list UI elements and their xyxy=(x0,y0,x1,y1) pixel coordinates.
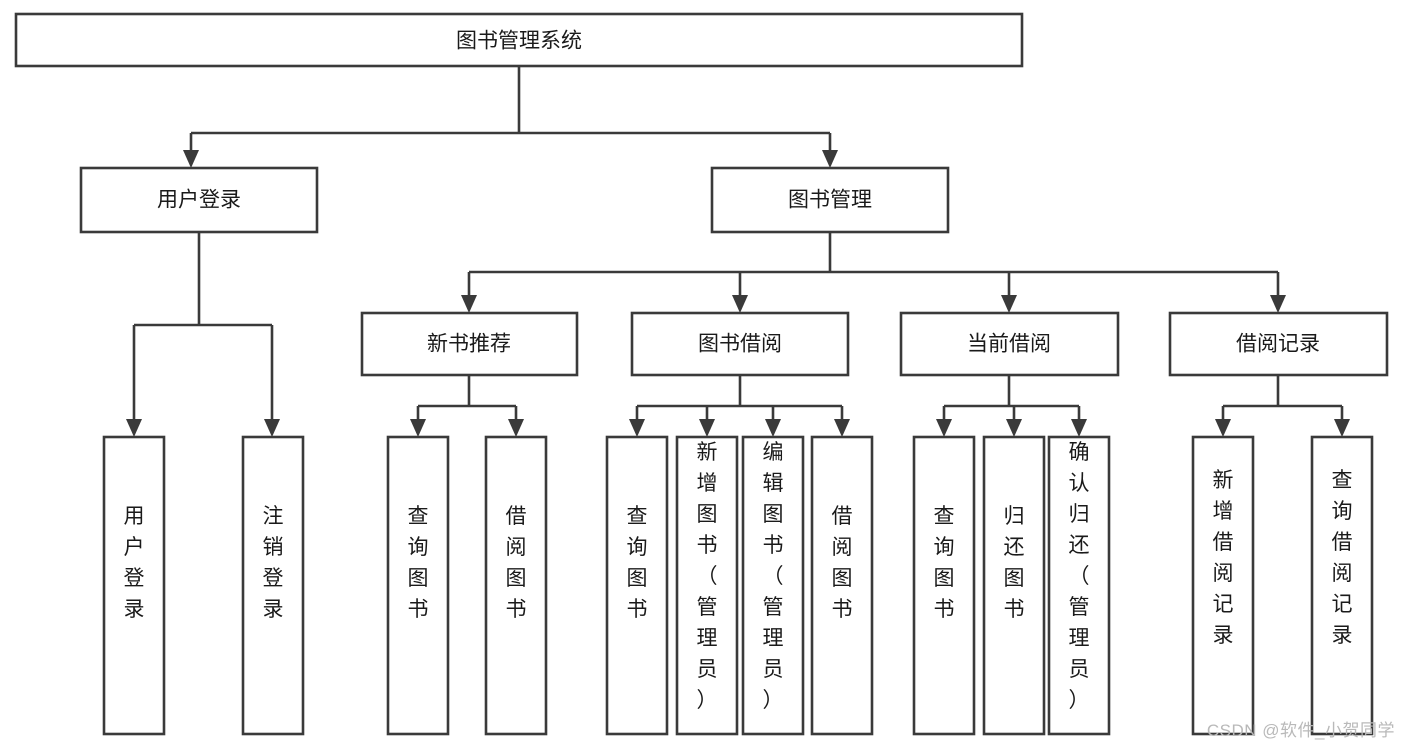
leaf-user-logout-label: 注销登录 xyxy=(263,505,284,621)
leaf-query-book-1-box[interactable] xyxy=(386,435,450,736)
arrow-to-leaf-user-login xyxy=(126,419,142,437)
node-borrow-record-box[interactable] xyxy=(1168,311,1389,377)
leaf-edit-book[interactable]: 编辑图书（管理员） xyxy=(741,435,805,736)
node-new-book-recommend-label: 新书推荐 xyxy=(427,333,511,356)
leaf-add-book[interactable]: 新增图书（管理员） xyxy=(675,435,739,736)
leaf-borrow-book-1-box[interactable] xyxy=(484,435,548,736)
arrow-to-leaf-confirm-return xyxy=(1071,419,1087,437)
node-book-manage-label: 图书管理 xyxy=(788,189,872,212)
arrow-to-leaf-user-logout xyxy=(264,419,280,437)
node-book-borrow-label: 图书借阅 xyxy=(698,333,782,356)
connector-group xyxy=(126,66,1350,437)
node-book-manage-box[interactable] xyxy=(710,166,950,234)
arrow-to-new-book-recommend xyxy=(461,295,477,313)
leaf-user-login-box[interactable] xyxy=(102,435,166,736)
node-current-borrow-label: 当前借阅 xyxy=(967,333,1051,356)
node-user-login[interactable]: 用户登录 xyxy=(79,166,319,234)
arrow-to-leaf-query-record xyxy=(1334,419,1350,437)
leaf-query-book-1[interactable]: 查询图书 xyxy=(386,435,450,736)
arrow-root-to-user-login xyxy=(183,150,199,168)
leaf-query-book-3-box[interactable] xyxy=(912,435,976,736)
arrow-to-borrow-record xyxy=(1270,295,1286,313)
arrow-to-book-borrow xyxy=(732,295,748,313)
leaf-query-book-2-label: 查询图书 xyxy=(627,505,648,621)
leaf-query-book-2-box[interactable] xyxy=(605,435,669,736)
node-current-borrow[interactable]: 当前借阅 xyxy=(899,311,1120,377)
leaf-borrow-book-1-label: 借阅图书 xyxy=(506,505,527,621)
csdn-watermark: CSDN @软件_小贺同学 xyxy=(1206,721,1395,740)
node-user-login-box[interactable] xyxy=(79,166,319,234)
leaf-query-book-1-label: 查询图书 xyxy=(408,505,429,621)
leaf-query-book-2[interactable]: 查询图书 xyxy=(605,435,669,736)
leaf-add-record[interactable]: 新增借阅记录 xyxy=(1191,435,1255,736)
node-root-label: 图书管理系统 xyxy=(456,30,582,53)
node-root[interactable]: 图书管理系统 xyxy=(14,12,1024,68)
leaf-return-book-label: 归还图书 xyxy=(1004,505,1025,621)
leaf-borrow-book-1[interactable]: 借阅图书 xyxy=(484,435,548,736)
leaf-query-book-3-label: 查询图书 xyxy=(934,505,955,621)
leaf-confirm-return-box[interactable] xyxy=(1047,435,1111,736)
node-borrow-record[interactable]: 借阅记录 xyxy=(1168,311,1389,377)
node-root-box[interactable] xyxy=(14,12,1024,68)
arrow-to-leaf-return-book xyxy=(1006,419,1022,437)
arrow-to-leaf-query-book-1 xyxy=(410,419,426,437)
arrow-to-leaf-borrow-book-2 xyxy=(834,419,850,437)
node-user-login-label: 用户登录 xyxy=(157,189,241,212)
leaf-query-record-box[interactable] xyxy=(1310,435,1374,736)
leaf-edit-book-box[interactable] xyxy=(741,435,805,736)
node-current-borrow-box[interactable] xyxy=(899,311,1120,377)
arrow-root-to-book-manage xyxy=(822,150,838,168)
leaf-user-login-label: 用户登录 xyxy=(124,505,145,621)
node-new-book-recommend[interactable]: 新书推荐 xyxy=(360,311,579,377)
arrow-to-leaf-add-record xyxy=(1215,419,1231,437)
leaf-user-logout[interactable]: 注销登录 xyxy=(241,435,305,736)
leaf-query-record-label: 查询借阅记录 xyxy=(1332,469,1353,647)
node-borrow-record-label: 借阅记录 xyxy=(1236,333,1320,356)
leaf-borrow-book-2-box[interactable] xyxy=(810,435,874,736)
leaf-query-book-3[interactable]: 查询图书 xyxy=(912,435,976,736)
arrow-to-leaf-query-book-3 xyxy=(936,419,952,437)
leaf-user-logout-box[interactable] xyxy=(241,435,305,736)
leaf-borrow-book-2-label: 借阅图书 xyxy=(832,505,853,621)
leaf-add-book-label: 新增图书（管理员） xyxy=(697,441,718,712)
leaf-borrow-book-2[interactable]: 借阅图书 xyxy=(810,435,874,736)
arrow-to-current-borrow xyxy=(1001,295,1017,313)
node-book-borrow[interactable]: 图书借阅 xyxy=(630,311,850,377)
leaf-add-record-label: 新增借阅记录 xyxy=(1213,469,1234,647)
leaf-return-book[interactable]: 归还图书 xyxy=(982,435,1046,736)
node-new-book-recommend-box[interactable] xyxy=(360,311,579,377)
leaf-query-record[interactable]: 查询借阅记录 xyxy=(1310,435,1374,736)
leaf-confirm-return-label: 确认归还（管理员） xyxy=(1069,441,1090,712)
arrow-to-leaf-borrow-book-1 xyxy=(508,419,524,437)
arrow-to-leaf-query-book-2 xyxy=(629,419,645,437)
arrow-to-leaf-add-book xyxy=(699,419,715,437)
leaf-confirm-return[interactable]: 确认归还（管理员） xyxy=(1047,435,1111,736)
node-book-manage[interactable]: 图书管理 xyxy=(710,166,950,234)
arrow-to-leaf-edit-book xyxy=(765,419,781,437)
leaf-return-book-box[interactable] xyxy=(982,435,1046,736)
leaf-add-book-box[interactable] xyxy=(675,435,739,736)
node-book-borrow-box[interactable] xyxy=(630,311,850,377)
leaf-user-login[interactable]: 用户登录 xyxy=(102,435,166,736)
leaf-add-record-box[interactable] xyxy=(1191,435,1255,736)
leaf-edit-book-label: 编辑图书（管理员） xyxy=(763,441,784,712)
